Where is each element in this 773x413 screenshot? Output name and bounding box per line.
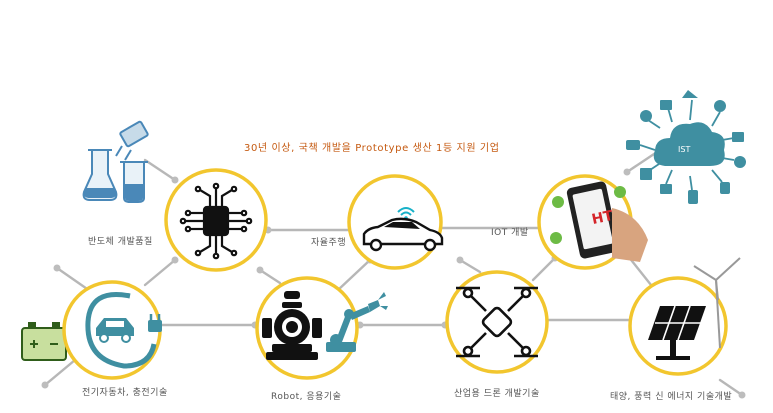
node-ev — [62, 280, 162, 380]
node-nano — [164, 168, 268, 272]
drone-icon — [456, 286, 538, 358]
solar-panel-icon — [648, 305, 706, 360]
self-driving-car-icon — [362, 207, 444, 252]
label-autonomous: 자율주행 — [311, 238, 347, 248]
label-ev: 전기자동차, 충전기술 — [82, 388, 168, 398]
chip-icon — [179, 182, 253, 260]
robot-icon — [262, 291, 322, 360]
node-drone — [445, 270, 549, 374]
smartphone-iot-icon: HT — [550, 181, 648, 262]
label-drone: 산업용 드론 개발기술 — [454, 389, 540, 399]
robot-arm-icon — [326, 292, 388, 352]
label-robot: Robot, 응용기술 — [271, 392, 342, 402]
node-solar — [628, 257, 741, 376]
svg-text:HT: HT — [590, 208, 615, 228]
label-solar: 태양, 풍력 신 에너지 기술개발 — [610, 392, 733, 402]
iot-cloud-icon: IST — [626, 90, 746, 204]
battery-icon — [21, 322, 67, 361]
wind-turbine-icon — [693, 257, 741, 349]
label-iot: IOT 개발 — [491, 228, 529, 238]
node-iot: HT — [537, 174, 648, 270]
electric-car-charging-icon — [85, 292, 162, 369]
node-autonomous — [347, 174, 444, 270]
headline: 30년 이상, 국책 개발을 Prototype 생산 1등 지원 기업 — [244, 143, 500, 154]
label-nano: 반도체 개발품질 — [88, 237, 153, 247]
node-robot — [255, 276, 388, 380]
svg-text:IST: IST — [678, 145, 690, 154]
lab-flask-icon — [82, 120, 149, 203]
